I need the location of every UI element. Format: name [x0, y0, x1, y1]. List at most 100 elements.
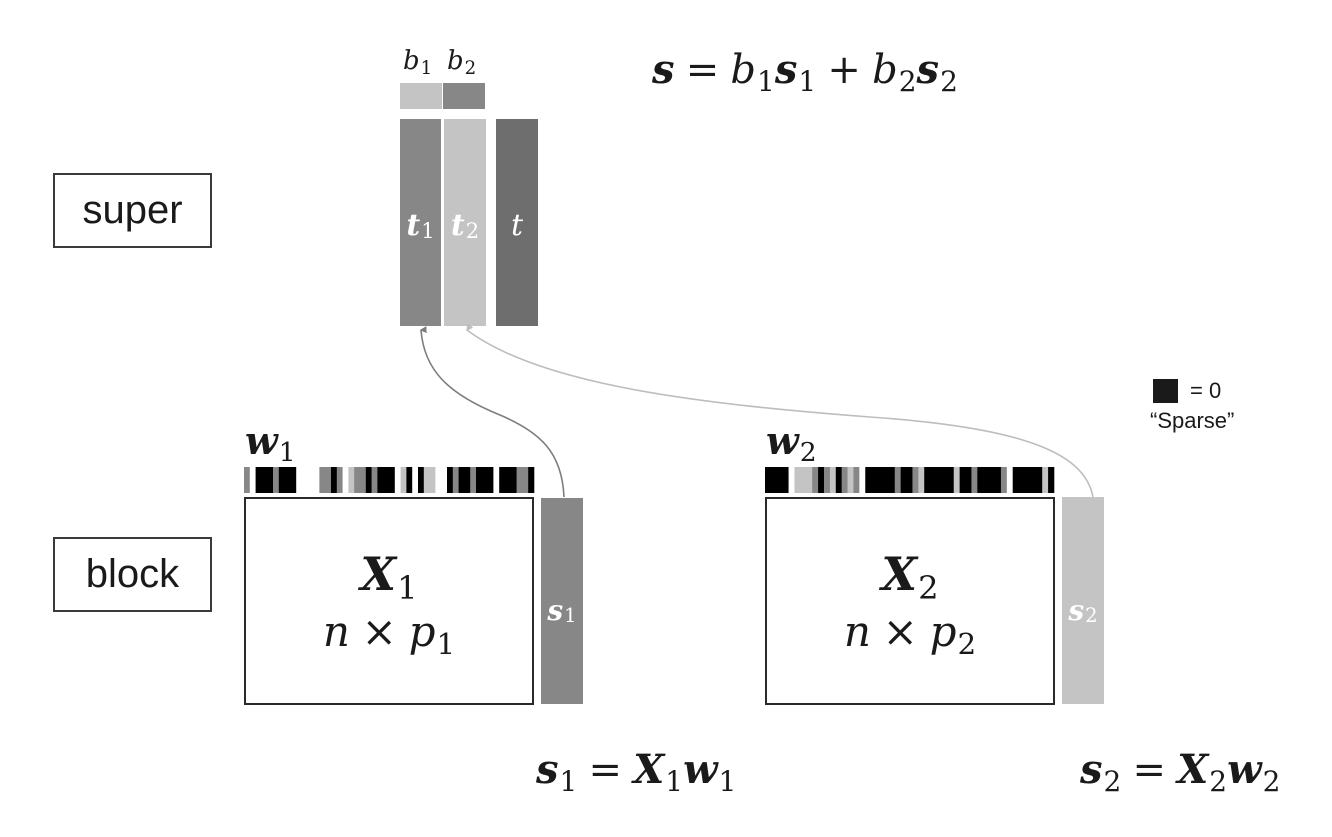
w1-weight-cell-zero	[447, 467, 454, 493]
t1-column	[400, 119, 441, 326]
t2-column	[444, 119, 486, 326]
block-level-label: block	[53, 537, 212, 612]
s2-column	[1062, 497, 1104, 704]
X1-dim-p: p	[408, 606, 436, 656]
eq-s1: s	[774, 46, 798, 93]
s1-sub: 1	[564, 603, 577, 627]
eq-b1: b	[730, 47, 757, 93]
w2-weight-cell-light	[847, 467, 854, 493]
w2-weight-cell-light	[918, 467, 925, 493]
X1-dim-p-sub: 1	[436, 626, 456, 661]
w1-weight-cell-blank	[412, 467, 419, 493]
s2-sub: 2	[1085, 603, 1098, 627]
w2-name: w	[766, 418, 799, 463]
w1-weight-cell-light	[423, 467, 436, 493]
X2-matrix: X2 n×p2	[765, 497, 1055, 705]
w2-weight-cell-light	[829, 467, 837, 493]
w1-weight-cell-blank	[296, 467, 320, 493]
w1-weight-cell-zero	[458, 467, 471, 493]
s2-eq-lhs-sub: 2	[1103, 764, 1122, 798]
eq-lhs: s	[652, 46, 675, 93]
w1-weight-cell-light	[400, 467, 407, 493]
t2-sub: 2	[465, 218, 480, 243]
X2-sub: 2	[918, 568, 939, 607]
legend-zero-text: = 0	[1190, 378, 1222, 403]
w2-weight-cell-zero	[900, 467, 913, 493]
X1-matrix: X1 n×p1	[244, 497, 534, 705]
w1-weight-cell-blank	[342, 467, 349, 493]
s1-name: s	[547, 593, 564, 627]
w2-weight-cell-zero	[865, 467, 896, 493]
X1-name: X1	[360, 546, 417, 607]
w2-weight-cell-blank	[1006, 467, 1014, 493]
w1-weight-cell-zero	[365, 467, 372, 493]
eq-s2: s	[916, 46, 940, 93]
w1-sub: 1	[278, 437, 296, 469]
X2-dimensions: n×p2	[844, 606, 976, 661]
s1-eq-X-sub: 1	[665, 764, 684, 798]
legend-sparse-caption: “Sparse”	[1150, 408, 1235, 433]
w2-weight-cell-zero	[1048, 467, 1055, 493]
t-column	[496, 119, 538, 326]
eq-b1-sub: 1	[757, 64, 775, 98]
s1-to-t1-arrow	[419, 326, 565, 498]
w2-weight-cell-blank	[859, 467, 866, 493]
X2-letter: X	[881, 546, 918, 601]
t1-sub: 1	[421, 218, 435, 243]
w1-weight-cell-zero	[476, 467, 494, 493]
eq-s1-sub: 1	[798, 64, 817, 98]
s1-eq-equals: =	[588, 747, 623, 793]
w1-weight-cell-mid	[516, 467, 529, 493]
s2-eq-w: w	[1227, 746, 1262, 793]
w1-weight-cell-zero	[499, 467, 517, 493]
t1-name: t	[406, 207, 421, 243]
s2-eq-X-sub: 2	[1209, 764, 1228, 798]
X1-dimensions: n×p1	[322, 606, 455, 661]
w2-weight-cell-blank	[788, 467, 795, 493]
s2-eq-w-sub: 2	[1262, 764, 1281, 798]
s2-eq-equals: =	[1132, 747, 1167, 793]
w1-weight-cell-zero	[406, 467, 413, 493]
X2-name: X2	[881, 546, 938, 607]
X2-dim-p: p	[929, 606, 957, 656]
w1-weight-bar	[244, 467, 535, 493]
w1-weight-cell-zero	[255, 467, 274, 493]
w2-weight-cell-mid	[1000, 467, 1008, 493]
s1-eq-lhs: s	[536, 746, 559, 793]
w2-weight-cell-zero	[818, 467, 825, 493]
X1-dim-times: ×	[361, 606, 397, 656]
super-label-text: super	[82, 188, 183, 232]
w2-weight-cell-light	[953, 467, 960, 493]
w1-weight-cell-blank	[249, 467, 256, 493]
b2-weight-cell	[443, 83, 485, 109]
w2-sub: 2	[799, 437, 817, 469]
s1-eq-w-sub: 1	[718, 764, 737, 798]
w2-weight-bar	[765, 467, 1055, 493]
w2-weight-cell-zero	[959, 467, 972, 493]
s1-column	[541, 498, 583, 704]
w1-weight-cell-mid	[452, 467, 459, 493]
b1-name: b	[403, 46, 420, 76]
t2-name: t	[450, 207, 465, 243]
s2-to-t2-arrow	[466, 323, 1094, 498]
w1-weight-cell-zero	[528, 467, 535, 493]
X1-letter: X	[360, 546, 397, 601]
X1-sub: 1	[397, 568, 418, 607]
X1-dim-n: n	[322, 606, 350, 656]
w1-weight-cell-mid	[244, 467, 251, 493]
b1-sub: 1	[420, 58, 433, 80]
super-level-label: super	[53, 173, 212, 248]
w1-weight-cell-blank	[394, 467, 401, 493]
w1-weight-cell-mid	[371, 467, 378, 493]
w2-weight-cell-mid	[812, 467, 819, 493]
w2-weight-cell-zero	[765, 467, 789, 493]
eq-plus: +	[827, 47, 861, 93]
w1-weight-cell-mid	[273, 467, 280, 493]
eq-s2-sub: 2	[940, 64, 958, 98]
s2-eq-X: X	[1177, 746, 1209, 793]
eq-b2-sub: 2	[898, 64, 917, 98]
